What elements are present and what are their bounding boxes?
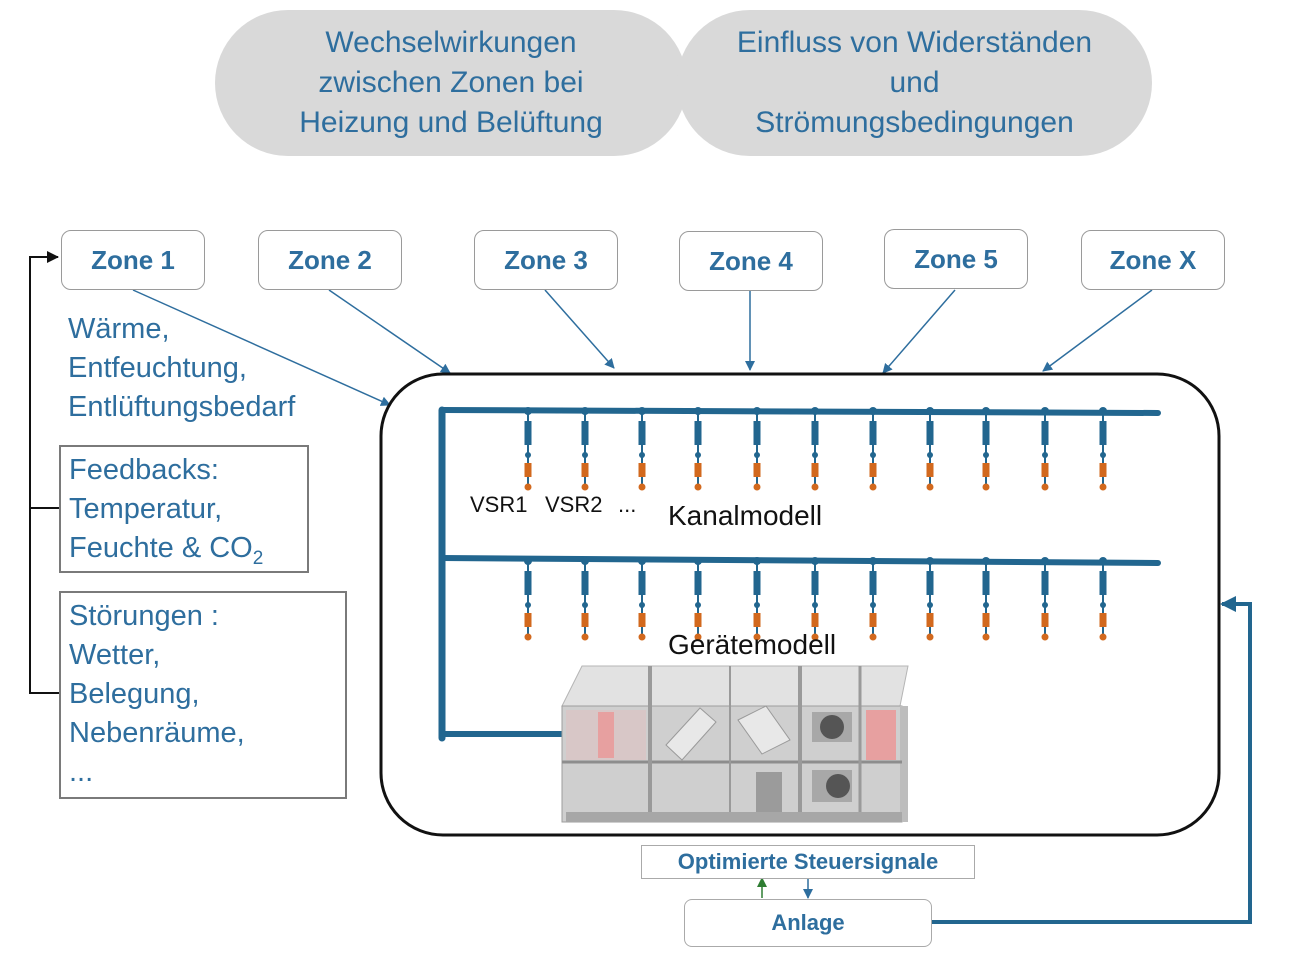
resistance-line-3: Strömungsbedingungen: [755, 106, 1074, 139]
model-frame: [379, 372, 1221, 837]
disturbances-line-4: Nebenräume,: [69, 717, 245, 749]
upper-branches: [524, 407, 1107, 491]
lower-branches: [524, 557, 1107, 641]
zone-3-box: Zone 3: [474, 230, 618, 290]
upper-branch-7: [869, 407, 877, 491]
zone-1-arrow: [132, 289, 391, 406]
zone-x-label: Zone X: [1109, 244, 1197, 275]
upper-branch-1: [524, 407, 532, 491]
plant-box: Anlage: [684, 899, 932, 947]
device-model-label: Gerätemodell: [668, 629, 837, 660]
zone-4-label: Zone 4: [709, 245, 793, 276]
lower-branch-11: [1099, 557, 1107, 641]
duct-network: [438, 406, 1161, 742]
upper-branch-6: [811, 407, 819, 491]
upper-branch-5: [753, 407, 761, 491]
lower-duct: [439, 555, 1161, 566]
zone-3-arrow: [544, 289, 615, 369]
zone-2-label: Zone 2: [288, 244, 372, 275]
plant-label: Anlage: [771, 910, 845, 935]
disturbances-box: Störungen : Wetter, Belegung, Nebenräume…: [59, 591, 347, 799]
lower-branch-9: [982, 557, 990, 641]
lower-branch-1: [524, 557, 532, 641]
lower-branch-10: [1041, 557, 1049, 641]
zone-1-box: Zone 1: [61, 230, 205, 290]
resistance-bubble: Einfluss von Widerständen und Strömungsb…: [677, 10, 1152, 156]
upper-branch-10: [1041, 407, 1049, 491]
upper-branch-2: [581, 407, 589, 491]
demand-text: Wärme, Entfeuchtung, Entlüftungsbedarf: [68, 310, 295, 427]
lower-branch-8: [926, 557, 934, 641]
upper-branch-4: [694, 407, 702, 491]
lower-branch-6: [811, 557, 819, 641]
zone-5-arrow: [882, 289, 956, 374]
interaction-line-2: zwischen Zonen bei: [318, 66, 584, 99]
feedbacks-line-2: Temperatur,: [69, 493, 223, 525]
lower-branch-4: [694, 557, 702, 641]
upper-branch-3: [638, 407, 646, 491]
disturbances-line-2: Wetter,: [69, 639, 161, 671]
zone-3-label: Zone 3: [504, 244, 588, 275]
zone-arrows: [132, 289, 1153, 406]
zone-2-arrow: [328, 289, 451, 374]
disturbances-line-5: ...: [69, 756, 94, 788]
zone-2-box: Zone 2: [258, 230, 402, 290]
demand-line-2: Entfeuchtung,: [68, 352, 247, 384]
air-handling-unit: [561, 665, 909, 823]
demand-line-1: Wärme,: [68, 313, 170, 345]
feedbacks-line-3: Feuchte & CO2: [69, 529, 299, 578]
interaction-line-1: Wechselwirkungen: [325, 26, 577, 59]
upper-duct: [439, 407, 1161, 416]
zone-x-box: Zone X: [1081, 230, 1225, 290]
feedbacks-box: Feedbacks: Temperatur, Feuchte & CO2: [59, 445, 309, 573]
demand-line-3: Entlüftungsbedarf: [68, 391, 296, 423]
upper-branch-11: [1099, 407, 1107, 491]
interaction-line-3: Heizung und Belüftung: [299, 106, 603, 139]
feedback-loop: [29, 251, 59, 694]
vsr2-label: VSR2: [545, 492, 603, 517]
feedbacks-line-1: Feedbacks:: [69, 454, 219, 486]
resistance-line-1: Einfluss von Widerständen: [736, 26, 1093, 59]
zone-4-box: Zone 4: [679, 231, 823, 291]
interaction-bubble: Wechselwirkungen zwischen Zonen bei Heiz…: [215, 10, 687, 156]
control-signals-label: Optimierte Steuersignale: [677, 849, 939, 874]
co2-subscript: 2: [252, 547, 264, 569]
feedbacks-humidity-co2: Feuchte & CO: [69, 532, 253, 564]
zone-5-label: Zone 5: [914, 243, 998, 274]
lower-branch-5: [753, 557, 761, 641]
duct-model-label: Kanalmodell: [668, 500, 823, 531]
zone-x-arrow: [1042, 289, 1153, 372]
control-signals-box: Optimierte Steuersignale: [641, 845, 975, 879]
lower-branch-7: [869, 557, 877, 641]
vsr1-label: VSR1: [470, 492, 528, 517]
plant-return-duct: [931, 596, 1252, 924]
lower-branch-2: [581, 557, 589, 641]
resistance-line-2: und: [889, 66, 940, 99]
lower-branch-3: [638, 557, 646, 641]
upper-branch-9: [982, 407, 990, 491]
zone-1-label: Zone 1: [91, 244, 175, 275]
disturbances-line-1: Störungen :: [69, 600, 219, 632]
disturbances-line-3: Belegung,: [69, 678, 200, 710]
upper-branch-8: [926, 407, 934, 491]
zone-5-box: Zone 5: [884, 229, 1028, 289]
vsr-more-label: ...: [618, 492, 637, 517]
